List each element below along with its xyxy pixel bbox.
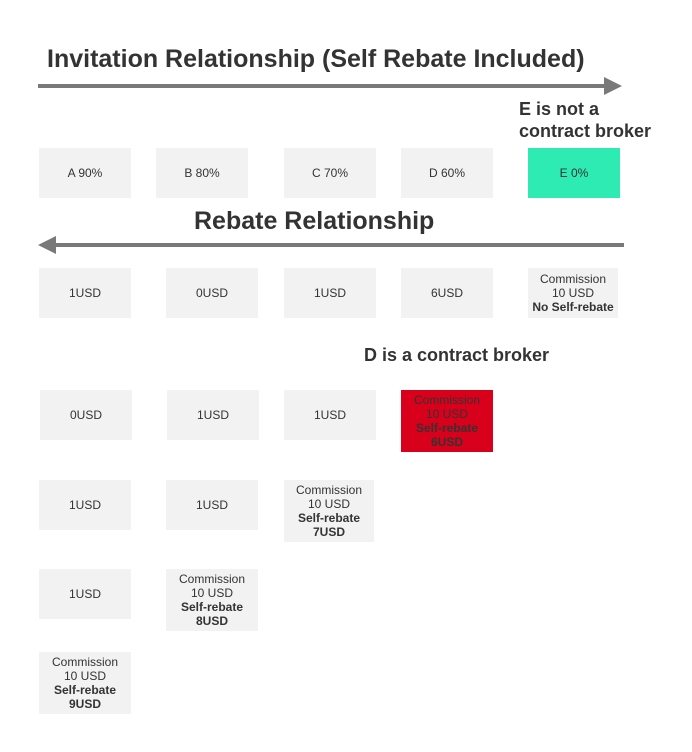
invite-box-e: E 0% [528,148,620,198]
rebate-box: 1USD [166,480,258,530]
invitation-heading: Invitation Relationship (Self Rebate Inc… [47,45,585,73]
rebate-box: 6USD [401,268,493,318]
self-rebate-amount: 7USD [312,525,345,539]
self-rebate-label: Self-rebate [297,511,361,525]
d-note: D is a contract broker [364,345,550,365]
rebate-box: 1USD [39,268,131,318]
commission-box-d: Commission 10 USD Self-rebate 6USD [401,390,493,452]
commission-box-a: Commission 10 USD Self-rebate 9USD [39,652,131,714]
commission-amount: 10 USD [551,286,595,300]
rebate-value: 6USD [430,286,463,300]
invite-box-d: D 60% [401,148,493,198]
rebate-box: 0USD [40,390,132,440]
invite-box-label: A 90% [67,166,103,180]
commission-label: Commission [178,572,245,586]
right-arrow [38,77,622,95]
left-arrow [38,236,624,254]
self-rebate-amount: 6USD [430,435,463,449]
commission-amount: 10 USD [190,586,234,600]
rebate-heading: Rebate Relationship [194,207,435,235]
commission-box-e: Commission 10 USD No Self-rebate [528,268,618,318]
self-rebate-label: No Self-rebate [532,300,614,314]
self-rebate-amount: 8USD [195,614,228,628]
rebate-value: 1USD [313,408,346,422]
invite-box-label: D 60% [428,166,466,180]
commission-label: Commission [539,272,606,286]
rebate-box: 1USD [39,480,131,530]
commission-amount: 10 USD [63,669,107,683]
rebate-value: 1USD [195,498,228,512]
commission-box-b: Commission 10 USD Self-rebate 8USD [166,569,258,631]
rebate-value: 1USD [196,408,229,422]
invite-box-label: E 0% [559,166,589,180]
rebate-value: 1USD [68,498,101,512]
commission-amount: 10 USD [307,497,351,511]
invite-box-c: C 70% [284,148,376,198]
rebate-box: 1USD [167,390,259,440]
rebate-box: 1USD [284,268,376,318]
invite-box-b: B 80% [156,148,248,198]
self-rebate-label: Self-rebate [180,600,244,614]
rebate-value: 0USD [69,408,102,422]
self-rebate-label: Self-rebate [53,683,117,697]
rebate-value: 1USD [68,286,101,300]
e-note: E is not a contract broker [519,98,651,142]
rebate-box: 1USD [284,390,376,440]
commission-label: Commission [413,393,480,407]
self-rebate-amount: 9USD [68,697,101,711]
commission-label: Commission [295,483,362,497]
commission-label: Commission [51,655,118,669]
invite-box-label: C 70% [311,166,349,180]
invite-box-a: A 90% [39,148,131,198]
rebate-value: 1USD [68,587,101,601]
e-note-line-2: contract broker [519,121,652,141]
commission-amount: 10 USD [425,407,469,421]
rebate-value: 0USD [195,286,228,300]
e-note-line-1: E is not a [519,99,600,119]
rebate-box: 0USD [166,268,258,318]
rebate-value: 1USD [313,286,346,300]
invite-box-label: B 80% [184,166,220,180]
self-rebate-label: Self-rebate [415,421,479,435]
rebate-box: 1USD [39,569,131,619]
commission-box-c: Commission 10 USD Self-rebate 7USD [284,480,374,542]
